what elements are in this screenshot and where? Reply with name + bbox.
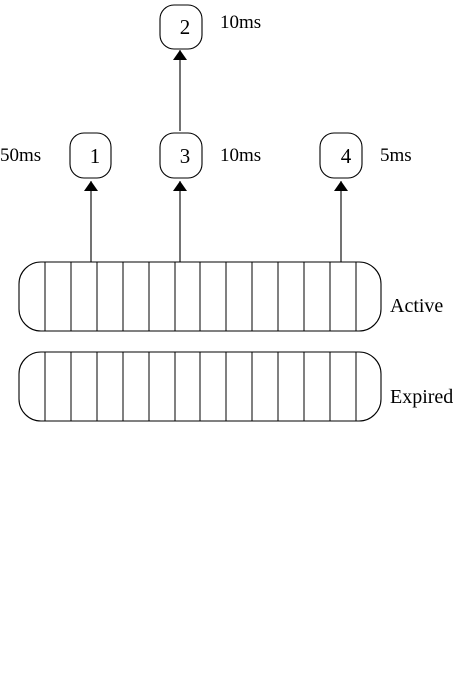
- task-node-1: 1: [69, 132, 112, 179]
- task-node-2: 2: [159, 4, 203, 50]
- edges: [84, 50, 348, 262]
- expired-array-label: Expired: [390, 386, 453, 408]
- task-node-3-label: 3: [180, 144, 191, 168]
- task-node-4-shape: [319, 132, 363, 179]
- active-array-label: Active: [390, 295, 443, 317]
- task-node-3-time: 10ms: [220, 145, 261, 166]
- task-node-2-time: 10ms: [220, 12, 261, 33]
- task-node-3: 3: [159, 132, 203, 179]
- task-node-1-time: 50ms: [0, 145, 41, 166]
- task-node-4-time: 5ms: [380, 145, 412, 166]
- expired-array: [18, 351, 382, 422]
- expired-array-slot-dividers: [44, 352, 357, 421]
- task-node-2-shape: [159, 4, 203, 50]
- active-array: [18, 261, 382, 332]
- task-node-1-label: 1: [90, 144, 101, 168]
- task-node-2-label: 2: [180, 15, 191, 39]
- task-node-4-label: 4: [341, 144, 352, 168]
- task-node-1-shape: [69, 132, 112, 179]
- task-node-4: 4: [319, 132, 363, 179]
- task-node-3-shape: [159, 132, 203, 179]
- active-array-slot-dividers: [44, 262, 357, 331]
